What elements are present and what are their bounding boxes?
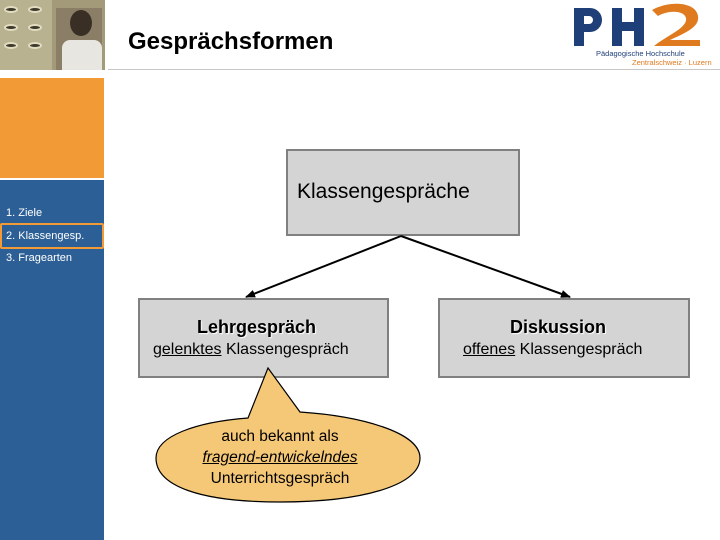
- callout-line-2: fragend-entwickelndes: [158, 447, 402, 468]
- arrow-to-diskussion: [401, 236, 570, 297]
- callout-text: auch bekannt als fragend-entwickelndes U…: [158, 426, 402, 489]
- lehrgespraech-desc-rest: Klassengespräch: [226, 341, 349, 358]
- diskussion-desc-rest: Klassengespräch: [520, 341, 643, 358]
- callout-line-1: auch bekannt als: [158, 426, 402, 447]
- diskussion-title: Diskussion: [510, 317, 606, 338]
- diskussion-keyword: offenes: [463, 341, 515, 358]
- root-label: Klassengespräche: [297, 180, 470, 204]
- diskussion-desc: offenes Klassengespräch: [463, 341, 642, 359]
- lehrgespraech-title: Lehrgespräch: [197, 317, 316, 338]
- lehrgespraech-keyword: gelenktes: [153, 341, 222, 358]
- lehrgespraech-desc: gelenktes Klassengespräch: [153, 341, 349, 359]
- arrow-to-lehrgespraech: [246, 236, 401, 297]
- callout-line-3: Unterrichtsgespräch: [158, 468, 402, 489]
